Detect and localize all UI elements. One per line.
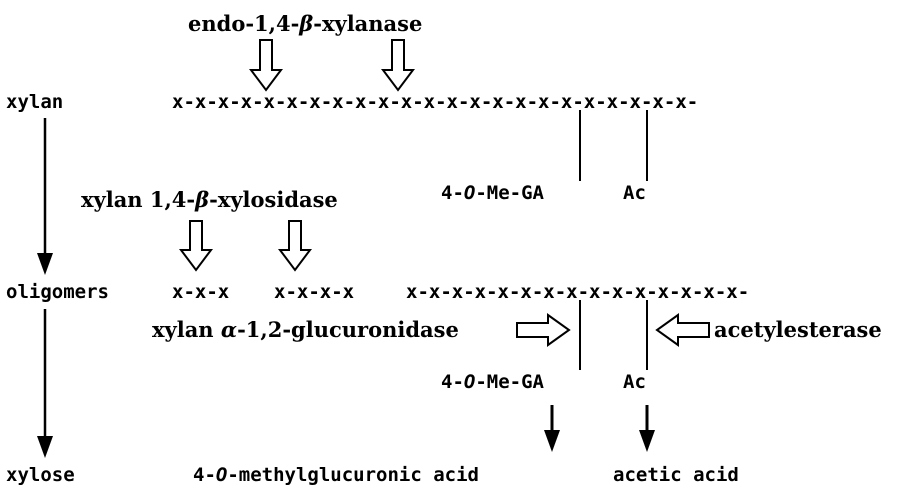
endo-xylanase-label: endo-1,4-β-xylanase: [188, 11, 422, 36]
xylosidase-cleavage-arrow-1: [179, 220, 213, 272]
xylosidase-cleavage-arrow-2: [278, 220, 312, 272]
methylglucuronic-release-arrow: [544, 405, 560, 452]
oligomer-acetyl-group: Ac: [623, 371, 646, 393]
xylan-label: xylan: [6, 91, 63, 113]
oligomer-chain-3: x-x-x-x-x-x-x-x-x-x-x-x-x-x-x-: [406, 281, 749, 303]
xylan-acetyl-group: Ac: [623, 182, 646, 204]
oligomer-chain-2: x-x-x-x: [274, 281, 354, 303]
oligomer-chain-1: x-x-x: [172, 281, 229, 303]
acetylesterase-cleavage-arrow: [655, 313, 710, 347]
acetic-release-arrow: [639, 405, 655, 452]
oligomers-to-xylose-arrow: [37, 309, 53, 458]
oligomers-label: oligomers: [6, 281, 109, 303]
xylosidase-label: xylan 1,4-β-xylosidase: [81, 187, 338, 212]
xylanase-cleavage-arrow-2: [381, 39, 415, 92]
glucuronidase-cleavage-arrow: [516, 313, 571, 347]
methylglucuronic-acid-product: 4-O-methylglucuronic acid: [193, 464, 479, 486]
acetic-acid-product: acetic acid: [613, 464, 739, 486]
acetylesterase-label: acetylesterase: [714, 317, 882, 342]
xylan-methylglucuronyl-group: 4-O-Me-GA: [441, 182, 545, 204]
xylan-backbone-chain: x-x-x-x-x-x-x-x-x-x-x-x-x-x-x-x-x-x-x-x-…: [172, 91, 698, 113]
glucuronidase-label: xylan α-1,2-glucuronidase: [152, 317, 459, 342]
xylan-to-oligomers-arrow: [37, 118, 53, 275]
xylanase-cleavage-arrow-1: [249, 39, 283, 92]
oligomer-methylglucuronyl-group: 4-O-Me-GA: [441, 371, 545, 393]
xylose-label: xylose: [6, 464, 75, 486]
